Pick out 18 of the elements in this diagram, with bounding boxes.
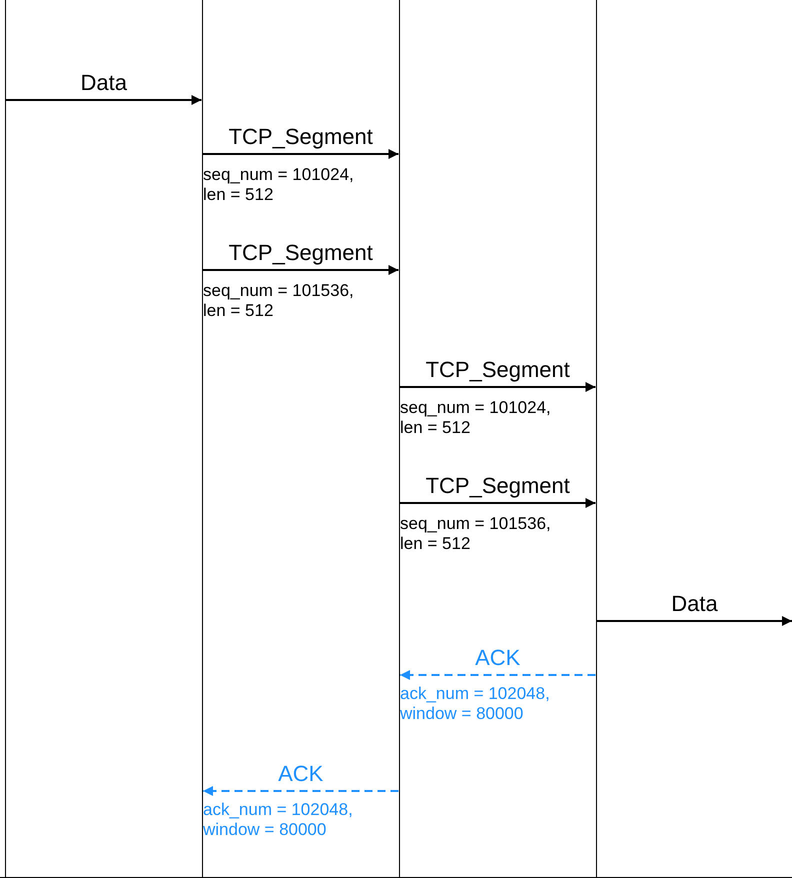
lifeline: [596, 0, 597, 877]
lifeline: [202, 0, 203, 877]
message-parameters: seq_num = 101024, len = 512: [203, 165, 355, 205]
message-parameters: seq_num = 101536, len = 512: [203, 281, 355, 321]
lifeline: [5, 0, 6, 877]
arrow: [203, 265, 398, 275]
arrow: [203, 786, 398, 796]
arrow: [597, 616, 792, 626]
message-parameters: seq_num = 101536, len = 512: [400, 514, 552, 554]
arrow: [400, 498, 596, 508]
message-parameters: ack_num = 102048, window = 80000: [203, 800, 354, 840]
arrow: [400, 382, 596, 392]
arrow: [6, 95, 202, 105]
lifeline: [399, 0, 400, 877]
message-parameters: seq_num = 101024, len = 512: [400, 398, 552, 438]
arrow: [203, 149, 398, 159]
message-parameters: ack_num = 102048, window = 80000: [400, 684, 551, 724]
arrow: [400, 670, 596, 680]
